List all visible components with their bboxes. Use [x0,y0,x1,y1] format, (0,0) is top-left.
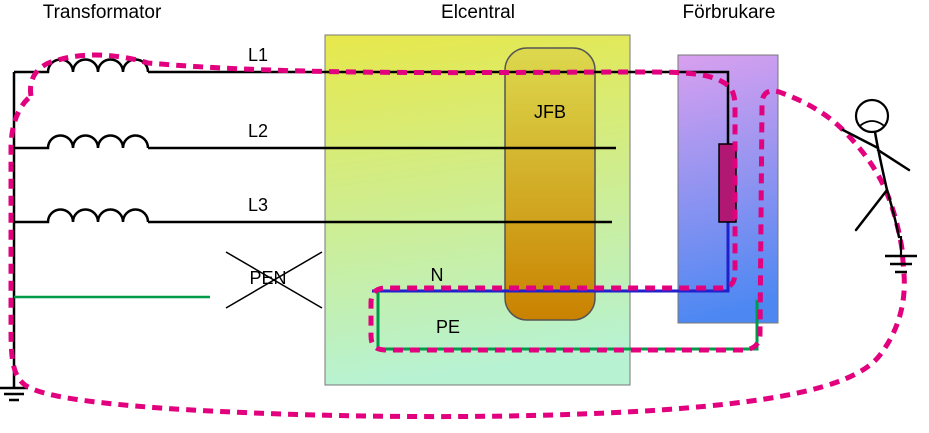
transformer-earth-symbol [0,386,28,402]
person-head [854,98,890,134]
label-rcd: JFB [534,102,566,122]
rcd-jfb-box [504,47,596,321]
pen-cross-out [225,251,323,309]
neutral-conductor [372,222,730,293]
person-leg-right [885,188,901,239]
person-earth-symbol [885,236,917,274]
label-neutral: N [431,265,444,285]
cross-line-2 [225,251,323,309]
label-l3: L3 [248,195,268,215]
person-arm-right [876,148,911,172]
l1-conductor [148,70,730,144]
person-mouth [860,120,884,126]
label-l2: L2 [248,121,268,141]
title-central: Elcentral [441,2,515,23]
transformer-coil-l3 [14,208,150,224]
title-consumer: Förbrukare [683,2,776,23]
person-leg-left [854,188,889,232]
label-pe: PE [436,317,460,337]
fault-current-path [8,52,907,420]
person-arm-left [841,128,880,150]
label-pen: PEN [249,268,286,288]
person-body [873,130,889,192]
label-l1: L1 [248,45,268,65]
title-transformer: Transformator [43,2,162,23]
transformer-coil-l2 [14,134,150,150]
person-figure [841,98,911,239]
transformer-coil-l1 [14,58,150,74]
